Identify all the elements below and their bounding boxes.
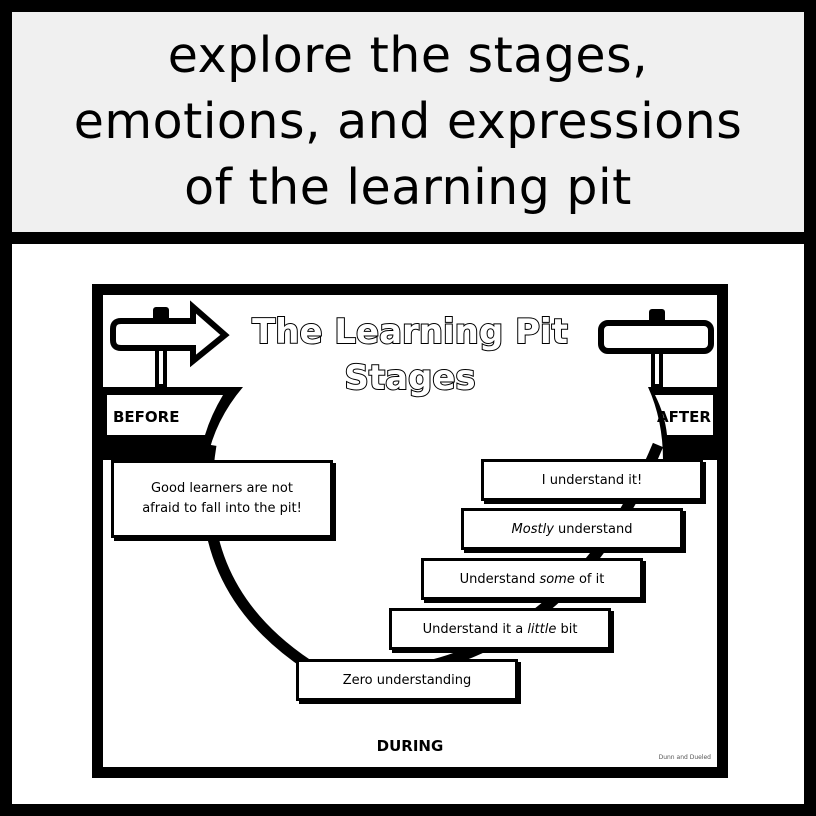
stage-4-text: Understand it a little bit xyxy=(422,621,578,637)
callout-line-2: afraid to fall into the pit! xyxy=(142,501,302,516)
callout-box: Good learners are not afraid to fall int… xyxy=(111,460,333,538)
pit-title-line-1: The Learning Pit xyxy=(252,312,568,352)
before-sign-plate xyxy=(107,395,223,435)
before-sign-label: BEFORE xyxy=(113,408,180,426)
header-banner: explore the stages, emotions, and expres… xyxy=(12,12,804,232)
header-line-1: explore the stages, xyxy=(167,27,649,84)
stage-box-understand-little: Understand it a little bit xyxy=(389,608,611,650)
header-line-3: of the learning pit xyxy=(184,159,632,216)
stage-2-text: Mostly understand xyxy=(511,521,633,537)
header-line-2: emotions, and expressions xyxy=(73,93,743,150)
after-sign-plate xyxy=(655,395,713,435)
stage-3-text: Understand some of it xyxy=(459,571,605,587)
stage-box-understand-it: I understand it! xyxy=(481,459,703,501)
during-label: DURING xyxy=(376,737,444,755)
stage-box-mostly-understand: Mostly understand xyxy=(461,508,683,550)
stage-box-understand-some: Understand some of it xyxy=(421,558,643,600)
pit-title-line-2: Stages xyxy=(344,358,475,398)
stage-1-text: I understand it! xyxy=(541,472,643,488)
pit-illustration: The Learning Pit Stages xyxy=(103,300,717,671)
blank-sign-icon xyxy=(598,309,714,387)
after-sign-label: AFTER xyxy=(657,408,711,426)
stage-box-zero-understanding: Zero understanding xyxy=(296,659,518,701)
stage-5-text: Zero understanding xyxy=(342,672,472,688)
learning-pit-card: The Learning Pit Stages BEFORE AFTER Goo… xyxy=(92,284,728,778)
credit-text: Dunn and Dueled xyxy=(658,754,711,761)
arrow-sign-icon xyxy=(110,300,230,387)
content-panel: The Learning Pit Stages BEFORE AFTER Goo… xyxy=(12,244,804,804)
callout-line-1: Good learners are not xyxy=(150,481,293,496)
